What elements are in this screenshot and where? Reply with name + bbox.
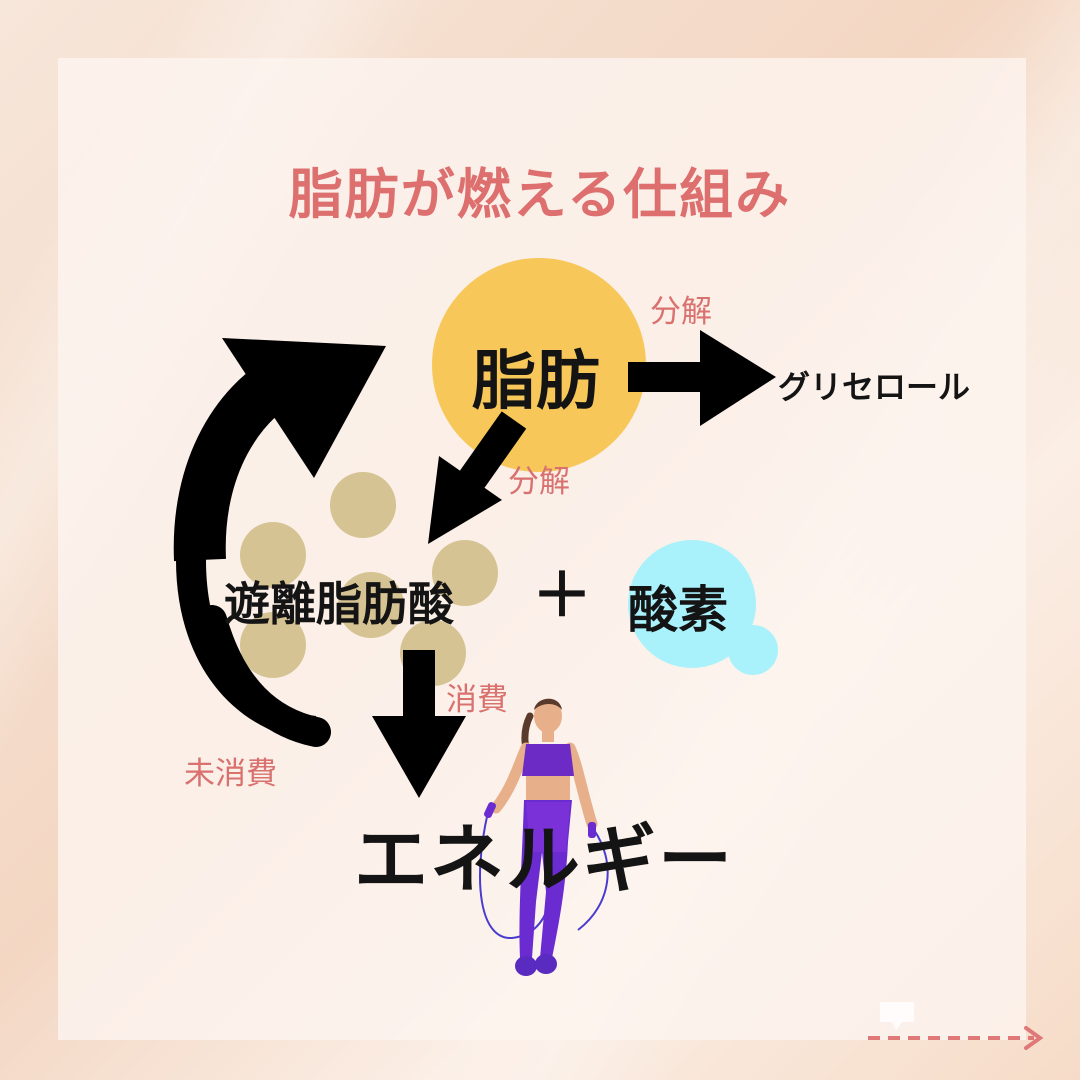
woman-jumping-rope-illustration (479, 698, 609, 976)
label-decompose-fatty-acid: 分解 (508, 464, 570, 500)
arrow-fat-to-free-fatty-acid (428, 411, 527, 544)
fatty-acid-circle (432, 540, 498, 606)
plus-sign: ＋ (532, 561, 592, 631)
speech-bubble-icon (880, 1002, 914, 1030)
label-decompose-glycerol: 分解 (650, 294, 712, 330)
fatty-acid-circle (240, 522, 306, 588)
node-fat: 脂肪 (472, 345, 600, 419)
label-consume: 消費 (446, 682, 508, 718)
arrow-free-fatty-acid-to-energy (372, 650, 466, 798)
fat-circle (432, 258, 646, 472)
next-page-arrow-icon[interactable] (864, 1020, 1050, 1056)
fatty-acid-circle (240, 612, 306, 678)
fatty-acid-circle (338, 572, 404, 638)
oxygen-bubble (728, 625, 778, 675)
node-glycerol: グリセロール (778, 368, 971, 406)
node-oxygen: 酸素 (628, 581, 728, 639)
arrow-fat-to-glycerol (628, 330, 776, 426)
node-energy: エネルギー (354, 817, 734, 903)
arrow-unconsumed-return (173, 338, 386, 747)
label-unconsumed: 未消費 (184, 756, 277, 792)
fatty-acid-circle (330, 472, 396, 538)
node-free-fatty-acid: 遊離脂肪酸 (224, 577, 454, 631)
page-title: 脂肪が燃える仕組み (288, 163, 792, 226)
